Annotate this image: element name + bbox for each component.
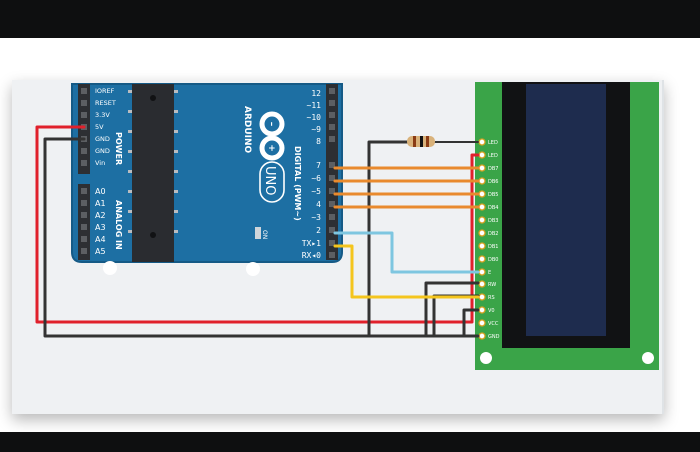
digital-pin-label: ~5 bbox=[311, 187, 321, 196]
digital-pin-label: ~11 bbox=[307, 101, 322, 110]
circuit-canvas: IOREF RESET 3.3V 5V GND GND Vin A0 A1 A2… bbox=[12, 80, 664, 414]
mounting-hole bbox=[642, 352, 654, 364]
wire-enable[interactable] bbox=[333, 231, 480, 274]
digital-header-label: DIGITAL (PWM~) bbox=[293, 146, 302, 221]
svg-text:+: + bbox=[266, 144, 276, 152]
wire-backlight-gnd[interactable] bbox=[367, 140, 409, 338]
lcd-pin-label: DB1 bbox=[488, 244, 498, 250]
on-led bbox=[255, 227, 261, 239]
analog-pin-label: A3 bbox=[95, 223, 106, 232]
analog-pin-label: A1 bbox=[95, 199, 106, 208]
digital-pin-label: ~10 bbox=[307, 113, 322, 122]
digital-pin-label: RX◂0 bbox=[302, 251, 321, 260]
digital-pin-label: 12 bbox=[311, 89, 321, 98]
uno-badge bbox=[259, 161, 285, 203]
analog-pin-label: A5 bbox=[95, 247, 106, 256]
lcd-pin-label: DB6 bbox=[488, 179, 498, 185]
analog-pin-label: A2 bbox=[95, 211, 106, 220]
lcd-module[interactable]: LED LED DB7 DB6 DB5 DB4 DB3 DB2 DB1 DB0 … bbox=[475, 82, 659, 370]
analog-header-label: ANALOG IN bbox=[114, 200, 123, 250]
wire-v0-gnd[interactable] bbox=[462, 308, 480, 338]
analog-pin-label: A0 bbox=[95, 187, 106, 196]
arduino-brand-label: ARDUINO bbox=[242, 106, 252, 154]
analog-pin-label: A4 bbox=[95, 235, 106, 244]
top-black-bar bbox=[0, 0, 700, 38]
lcd-pin-label: DB2 bbox=[488, 231, 498, 237]
digital-pin-label: 4 bbox=[316, 200, 321, 209]
lcd-pin-label: DB4 bbox=[488, 205, 498, 211]
wire-rs[interactable] bbox=[333, 244, 480, 299]
digital-pin-label: ~6 bbox=[311, 174, 321, 183]
power-pin-label: RESET bbox=[95, 99, 116, 107]
on-label: ON bbox=[261, 230, 268, 239]
power-pin-label: Vin bbox=[95, 159, 105, 167]
lcd-pin-label: LED bbox=[488, 140, 498, 146]
digital-pin-label: 8 bbox=[316, 137, 321, 146]
power-pin-label: GND bbox=[95, 147, 110, 155]
power-pin-label: 5V bbox=[95, 123, 104, 131]
lcd-pin-label: GND bbox=[488, 334, 500, 340]
lcd-pin-label: DB7 bbox=[488, 166, 498, 172]
power-pin-label: GND bbox=[95, 135, 110, 143]
digital-pin-label: ~9 bbox=[311, 125, 321, 134]
power-pin-label: 3.3V bbox=[95, 111, 110, 119]
wire-rw-gnd[interactable] bbox=[424, 281, 480, 338]
circuit-diagram: IOREF RESET 3.3V 5V GND GND Vin A0 A1 A2… bbox=[35, 82, 659, 370]
digital-pin-label: 7 bbox=[316, 161, 321, 170]
digital-pin-label: TX▸1 bbox=[302, 239, 321, 248]
lcd-pin-label: DB3 bbox=[488, 218, 498, 224]
lcd-screen bbox=[526, 84, 606, 336]
lcd-pin-label: V0 bbox=[488, 308, 495, 314]
resistor[interactable] bbox=[407, 136, 435, 147]
wire-5v[interactable] bbox=[35, 125, 480, 324]
mounting-hole bbox=[103, 261, 117, 275]
lcd-pin-label: E bbox=[488, 270, 491, 276]
lcd-pin-label: RW bbox=[488, 282, 496, 288]
power-header-label: POWER bbox=[114, 132, 123, 165]
lcd-pin-label: VCC bbox=[488, 321, 499, 327]
digital-pin-label: 2 bbox=[316, 226, 321, 235]
lcd-pin-label: RS bbox=[488, 295, 495, 301]
lcd-pin-label: DB5 bbox=[488, 192, 498, 198]
arduino-logo-icon bbox=[259, 111, 285, 161]
digital-pin-label: ~3 bbox=[311, 213, 321, 222]
uno-label: UNO bbox=[262, 166, 277, 195]
svg-text:–: – bbox=[266, 122, 276, 127]
power-pin-label: IOREF bbox=[95, 87, 115, 95]
lcd-pin-label: DB0 bbox=[488, 257, 498, 263]
bottom-black-bar bbox=[0, 432, 700, 452]
arduino-uno-board[interactable]: IOREF RESET 3.3V 5V GND GND Vin A0 A1 A2… bbox=[71, 83, 343, 276]
mounting-hole bbox=[480, 352, 492, 364]
mounting-hole bbox=[246, 262, 260, 276]
lcd-pin-label: LED bbox=[488, 153, 498, 159]
